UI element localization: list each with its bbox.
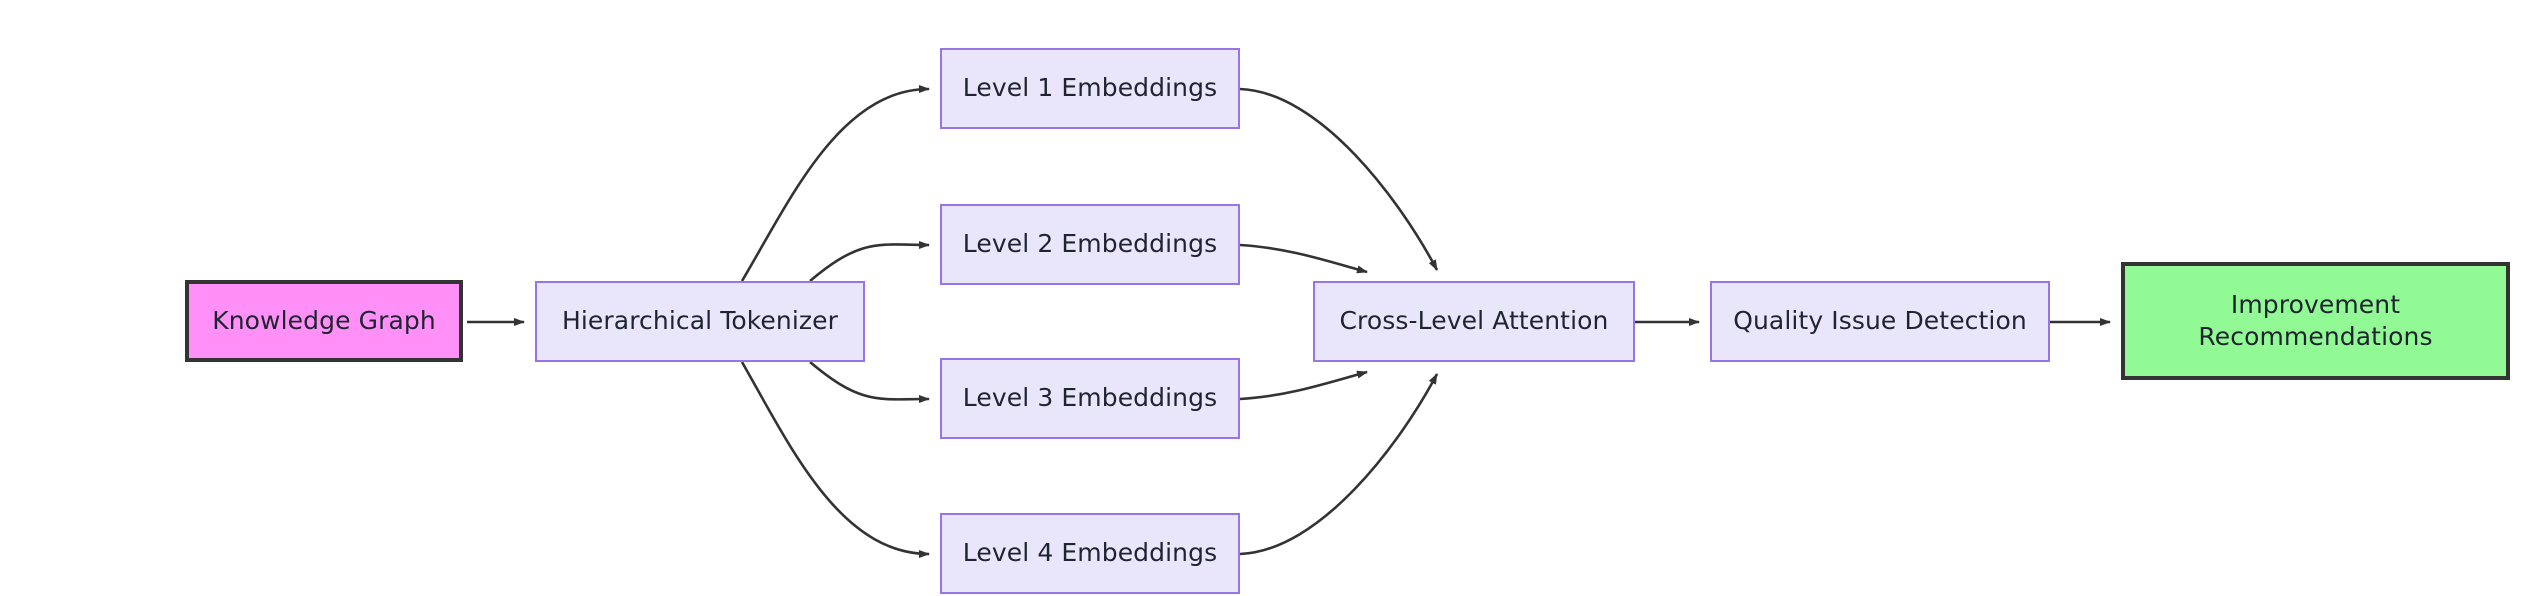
edge-hierarchical-tokenizer-to-level-2-embeddings (809, 240, 930, 282)
node-knowledge-graph[interactable]: Knowledge Graph (185, 280, 463, 362)
node-hierarchical-tokenizer[interactable]: Hierarchical Tokenizer (535, 281, 865, 362)
node-label: Level 4 Embeddings (962, 538, 1218, 568)
node-improvement-recommendations[interactable]: Improvement Recommendations (2121, 262, 2510, 380)
node-level-3-embeddings[interactable]: Level 3 Embeddings (940, 358, 1240, 439)
edge-level-1-embeddings-to-cross-level-attention (1239, 87, 1439, 271)
edge-hierarchical-tokenizer-to-level-4-embeddings (740, 361, 930, 558)
node-level-1-embeddings[interactable]: Level 1 Embeddings (940, 48, 1240, 129)
edge-level-3-embeddings-to-cross-level-attention (1239, 370, 1368, 401)
node-label: Quality Issue Detection (1733, 306, 2027, 336)
node-label: Level 1 Embeddings (962, 73, 1218, 103)
node-cross-level-attention[interactable]: Cross-Level Attention (1313, 281, 1635, 362)
node-label: Knowledge Graph (212, 305, 436, 335)
node-label: Hierarchical Tokenizer (561, 306, 838, 336)
node-label: Cross-Level Attention (1339, 306, 1609, 336)
node-level-4-embeddings[interactable]: Level 4 Embeddings (940, 513, 1240, 594)
node-label: Level 2 Embeddings (962, 229, 1218, 259)
edge-level-2-embeddings-to-cross-level-attention (1239, 243, 1368, 274)
node-quality-issue-detection[interactable]: Quality Issue Detection (1710, 281, 2050, 362)
node-level-2-embeddings[interactable]: Level 2 Embeddings (940, 204, 1240, 285)
edge-hierarchical-tokenizer-to-level-1-embeddings (740, 85, 930, 282)
edge-level-4-embeddings-to-cross-level-attention (1239, 373, 1439, 556)
edge-hierarchical-tokenizer-to-level-3-embeddings (809, 361, 930, 404)
node-label: Improvement Recommendations (2198, 289, 2433, 352)
node-label: Level 3 Embeddings (962, 383, 1218, 413)
